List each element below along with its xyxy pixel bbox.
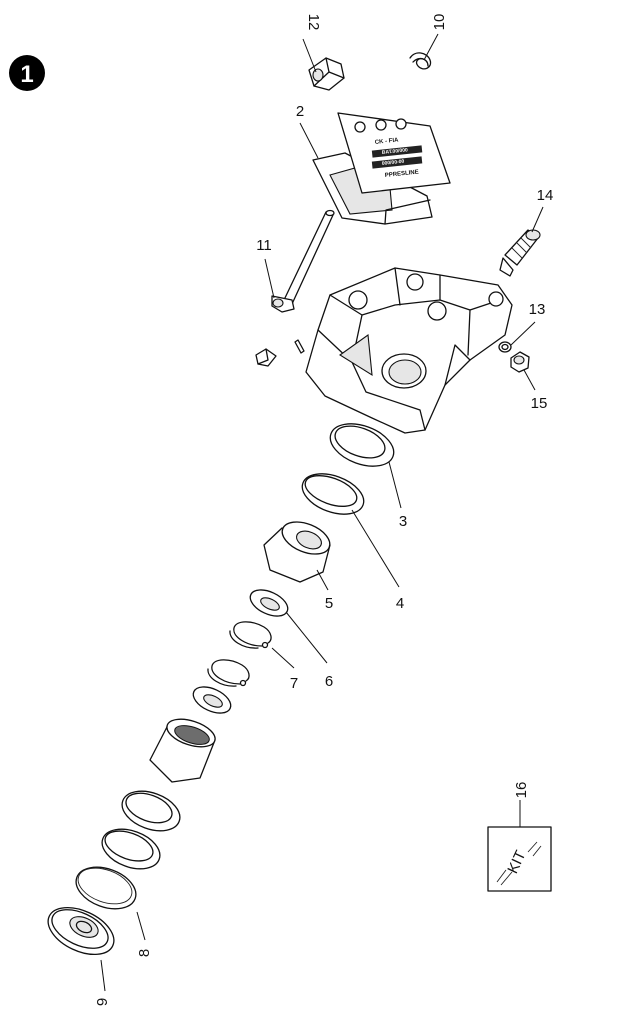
callout-4: 4 <box>396 595 404 612</box>
part-10-spring <box>409 52 432 70</box>
piston-lower <box>149 718 216 783</box>
part-8-thin-oring <box>75 866 137 910</box>
pad-label-line1: CK - FIA <box>375 137 400 146</box>
pad-label-line2: BAT.00/000 <box>382 147 409 156</box>
pad-label-line4: PPRESLINE <box>385 169 419 179</box>
part-3-seal <box>329 423 395 467</box>
callout-16: 16 <box>513 782 530 799</box>
callout-8: 8 <box>136 949 153 957</box>
small-dowel-pin <box>294 339 305 354</box>
callout-10: 10 <box>431 14 448 31</box>
caliper-body <box>305 267 513 434</box>
callout-15: 15 <box>531 395 548 412</box>
part-5-piston <box>263 521 331 583</box>
part-16-kit-box: KIT <box>487 826 552 892</box>
washer-lower <box>192 686 232 714</box>
part-7-circlip <box>229 621 272 649</box>
leader-lines <box>100 33 544 992</box>
callout-3: 3 <box>399 513 407 530</box>
pad-label-line3: 000/00-00 <box>382 159 405 167</box>
oring-lower <box>101 828 161 870</box>
callout-14: 14 <box>537 187 554 204</box>
part-6-washer <box>249 589 289 617</box>
figure-badge: 1 <box>9 55 45 91</box>
part-13-small-oring <box>498 341 512 353</box>
callout-numbers: 12 10 2 11 14 13 15 3 4 5 6 7 8 9 16 <box>94 14 553 1007</box>
part-15-cap <box>510 351 530 373</box>
callout-2: 2 <box>296 103 304 120</box>
callout-9: 9 <box>94 998 111 1006</box>
part-12-nut <box>308 57 345 91</box>
small-bolt <box>255 348 277 367</box>
callout-5: 5 <box>325 595 333 612</box>
figure-badge-number: 1 <box>20 61 33 88</box>
part-11-pin <box>271 209 335 313</box>
circlip-lower <box>207 659 250 687</box>
callout-13: 13 <box>529 301 546 318</box>
part-2-brake-pads: CK - FIA BAT.00/000 000/00-00 PPRESLINE <box>312 112 451 225</box>
seal-lower <box>121 790 181 832</box>
callout-12: 12 <box>305 14 322 31</box>
callout-6: 6 <box>325 673 333 690</box>
part-4-oring <box>301 473 365 515</box>
callout-7: 7 <box>290 675 298 692</box>
part-9-dust-cap <box>47 906 115 956</box>
callout-11: 11 <box>256 237 272 254</box>
part-14-bleed-screw <box>499 229 541 277</box>
